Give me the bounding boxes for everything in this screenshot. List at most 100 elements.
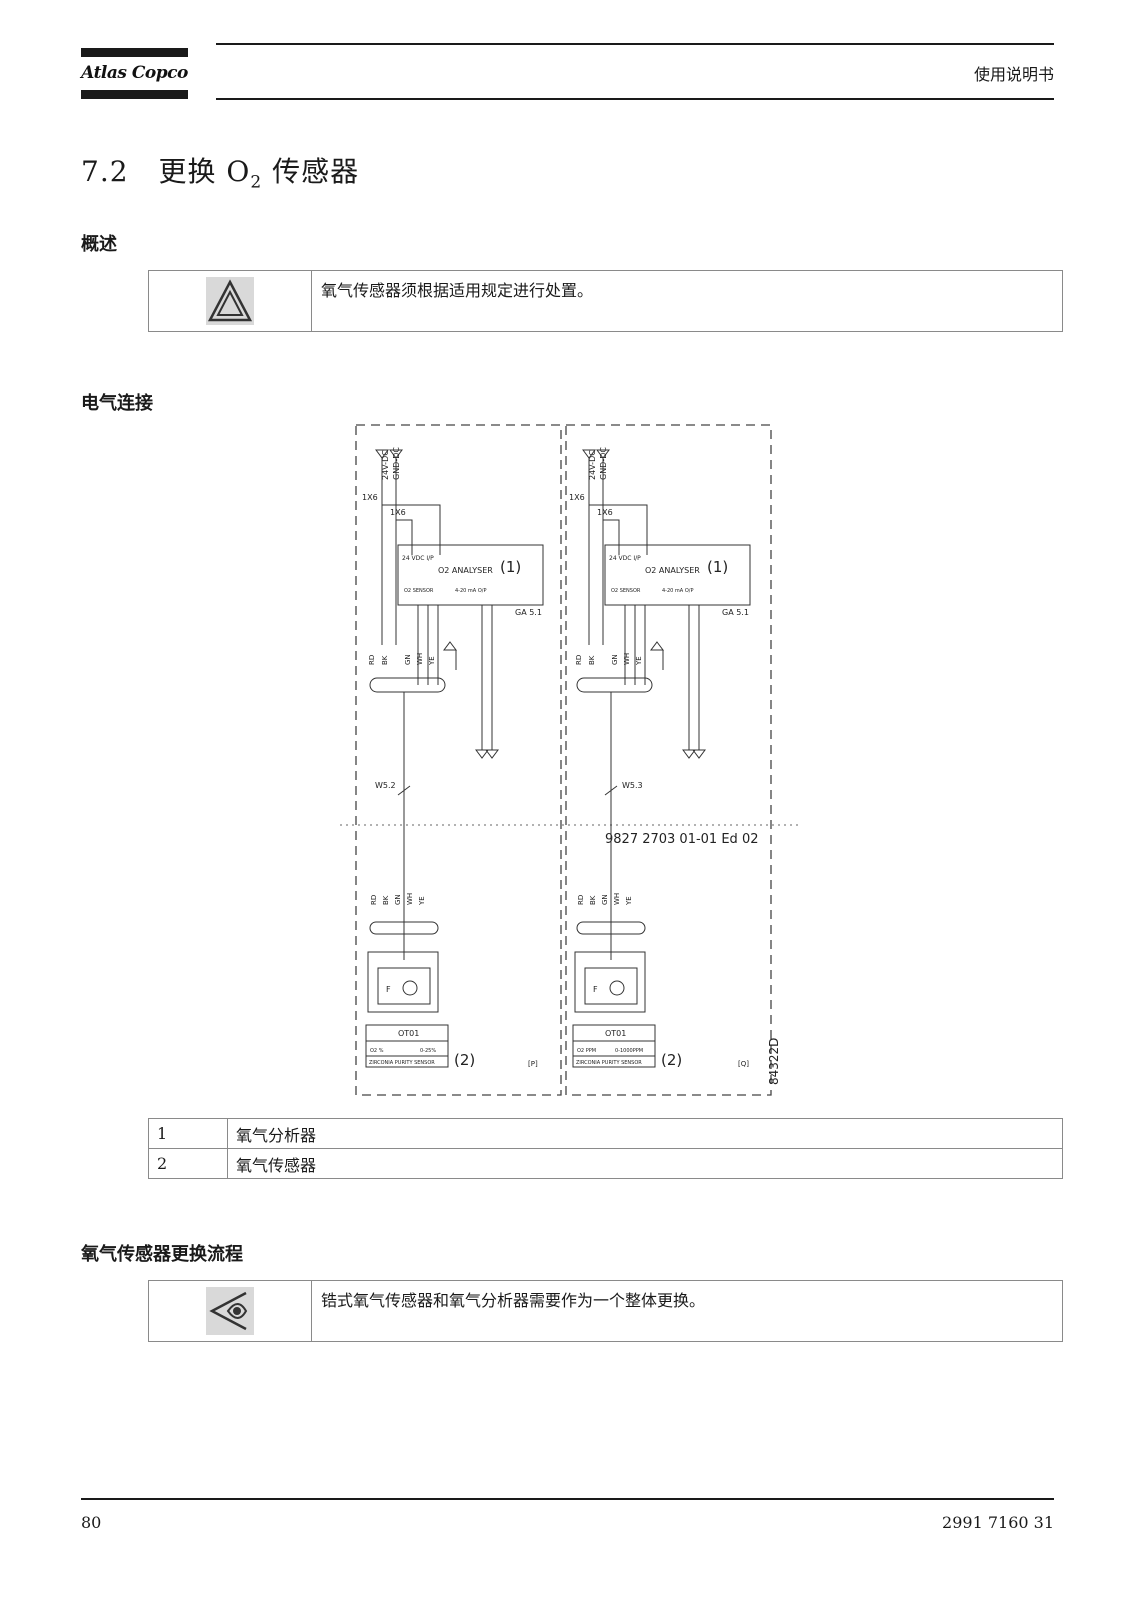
sensor-range-l-left: O2 %	[370, 1048, 384, 1054]
wiring-diagram: 9827 2703 01-01 Ed 02 84322D 24V-DC GND-…	[340, 424, 800, 1096]
wire-gn-right: GN	[611, 654, 619, 665]
wire-ye-left: YE	[428, 656, 436, 666]
figure-id: 84322D	[767, 1038, 781, 1085]
connector-1x6-c: 1X6	[569, 493, 585, 502]
section-title-sub: 2	[250, 172, 263, 193]
wire-rd-right-b: RD	[577, 895, 585, 905]
header-rule-bottom	[216, 98, 1054, 100]
ga-label-left: GA 5.1	[515, 608, 542, 617]
ga-label-right: GA 5.1	[722, 608, 749, 617]
wire-bk-right: BK	[588, 655, 596, 665]
drawing-ref: 9827 2703 01-01 Ed 02	[605, 832, 758, 847]
wire-bk-left: BK	[381, 655, 389, 665]
sensor-range-r-left: 0-25%	[420, 1048, 436, 1054]
sensor-body-left	[367, 951, 439, 1013]
wire-wh-right-b: WH	[613, 893, 621, 905]
sensor-range-r-right: 0-1000PPM	[615, 1048, 643, 1054]
analyser-box-left	[397, 544, 544, 606]
wire-gn-left-b: GN	[394, 894, 402, 905]
supply-label-right: 24 VDC I/P	[609, 555, 641, 562]
overview-note: 氧气传感器须根据适用规定进行处置。	[148, 270, 1063, 332]
analyser-ref-right: (1)	[707, 558, 728, 576]
section-title: 7.2 更换 O2 传感器	[81, 150, 359, 193]
top-label-24v-r: 24V-DC	[588, 450, 597, 480]
legend-row: 2 氧气传感器	[148, 1148, 1063, 1179]
wire-wh-left: WH	[416, 653, 424, 665]
top-label-24v: 24V-DC	[381, 450, 390, 480]
analyser-label-left: O2 ANALYSER	[438, 566, 493, 575]
note-icon-cell	[149, 1281, 312, 1341]
svg-text:F: F	[593, 985, 598, 994]
cable-bundle-right-b	[576, 921, 646, 935]
sensor-in-right: O2 SENSOR	[611, 588, 641, 594]
analyser-ref-left: (1)	[500, 558, 521, 576]
panel-right-outline	[565, 424, 772, 1096]
sensor-element-right	[609, 980, 625, 996]
electrical-heading: 电气连接	[81, 393, 153, 414]
svg-text:F: F	[386, 985, 391, 994]
sensor-ref-right: (2)	[661, 1051, 682, 1069]
panel-tag-right: [Q]	[738, 1060, 749, 1068]
legend-text: 氧气传感器	[227, 1148, 1063, 1179]
section-number: 7.2	[81, 155, 129, 188]
panel-right: 24V-DC GND-DC 1X6 1X6 24 VDC I/P O2 ANAL…	[569, 447, 751, 1069]
header-label: 使用说明书	[973, 65, 1054, 84]
wire-rd-left-b: RD	[370, 895, 378, 905]
output-label-right: 4-20 mA O/P	[662, 588, 693, 594]
sensor-label-box-left	[365, 1024, 449, 1068]
header-rule-top	[216, 43, 1054, 45]
warning-triangle-icon	[206, 277, 254, 325]
procedure-note: 锆式氧气传感器和氧气分析器需要作为一个整体更换。	[148, 1280, 1063, 1342]
cable-bundle-left	[369, 677, 446, 693]
cable-bundle-right	[576, 677, 653, 693]
wire-ye-right: YE	[635, 656, 643, 666]
eye-caution-icon	[206, 1287, 254, 1335]
page-number: 80	[81, 1513, 102, 1532]
overview-note-text: 氧气传感器须根据适用规定进行处置。	[321, 281, 594, 300]
wire-gn-left: GN	[404, 654, 412, 665]
wire-bk-right-b: BK	[589, 895, 597, 905]
legend-table: 1 氧气分析器 2 氧气传感器	[148, 1118, 1063, 1179]
connector-1x6-a: 1X6	[362, 493, 378, 502]
sensor-body-right	[574, 951, 646, 1013]
procedure-note-text: 锆式氧气传感器和氧气分析器需要作为一个整体更换。	[321, 1291, 706, 1310]
legend-row: 1 氧气分析器	[148, 1118, 1063, 1149]
legend-num: 2	[148, 1148, 228, 1179]
brand-name: Atlas Copco	[81, 63, 188, 83]
section-title-suffix: 传感器	[262, 155, 360, 188]
analyser-label-right: O2 ANALYSER	[645, 566, 700, 575]
section-title-prefix: 更换 O	[158, 155, 251, 188]
analyser-box-right	[604, 544, 751, 606]
note-icon-cell	[149, 271, 312, 331]
sensor-type-right: ZIRCONIA PURITY SENSOR	[576, 1060, 642, 1066]
wire-rd-right: RD	[575, 655, 583, 665]
sensor-in-left: O2 SENSOR	[404, 588, 434, 594]
legend-num: 1	[148, 1118, 228, 1149]
supply-label-left: 24 VDC I/P	[402, 555, 434, 562]
procedure-heading: 氧气传感器更换流程	[81, 1244, 243, 1265]
sensor-code-right: OT01	[605, 1029, 626, 1038]
connector-1x6-b: 1X6	[390, 508, 406, 517]
wire-ye-left-b: YE	[418, 896, 426, 906]
overview-heading: 概述	[81, 234, 117, 255]
wire-bk-left-b: BK	[382, 895, 390, 905]
sensor-label-box-right	[572, 1024, 656, 1068]
sensor-code-left: OT01	[398, 1029, 419, 1038]
sensor-type-left: ZIRCONIA PURITY SENSOR	[369, 1060, 435, 1066]
cable-label-left: W5.2	[375, 781, 396, 790]
wire-gn-right-b: GN	[601, 894, 609, 905]
wire-ye-right-b: YE	[625, 896, 633, 906]
panel-left-outline	[355, 424, 562, 1096]
wire-wh-left-b: WH	[406, 893, 414, 905]
output-label-left: 4-20 mA O/P	[455, 588, 486, 594]
wire-wh-right: WH	[623, 653, 631, 665]
footer-rule	[81, 1498, 1054, 1500]
panel-tag-left: [P]	[528, 1060, 538, 1068]
wire-rd-left: RD	[368, 655, 376, 665]
connector-1x6-d: 1X6	[597, 508, 613, 517]
sensor-ref-left: (2)	[454, 1051, 475, 1069]
cable-label-right: W5.3	[622, 781, 643, 790]
sensor-element-left	[402, 980, 418, 996]
sensor-range-l-right: O2 PPM	[577, 1048, 596, 1054]
panel-left: 24V-DC GND-DC 1X6 1X6 24 VDC I/P O2 ANAL…	[362, 447, 544, 1069]
